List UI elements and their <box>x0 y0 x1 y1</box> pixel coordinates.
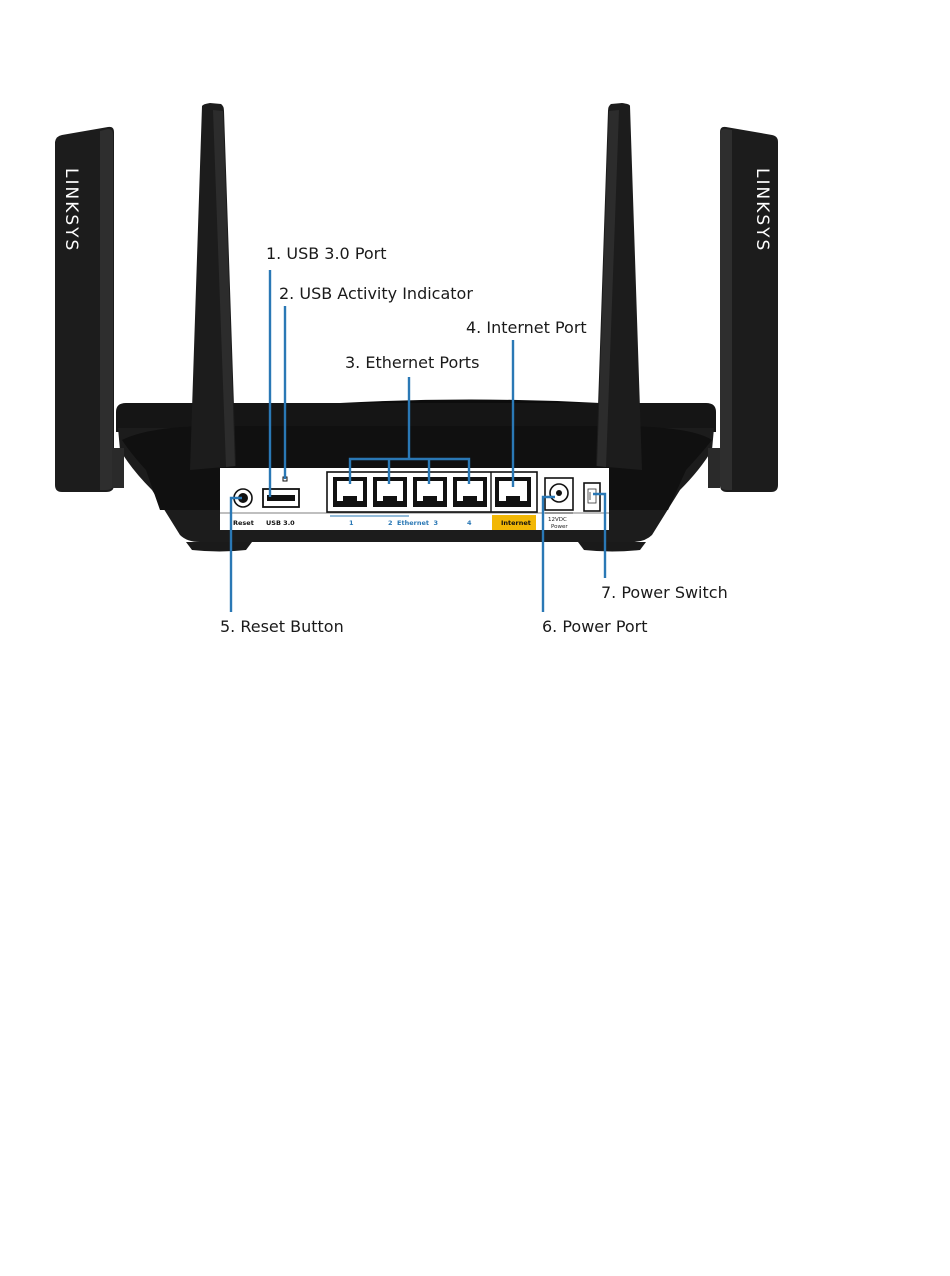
panel-label-eth23: 2 Ethernet 3 <box>388 519 438 527</box>
usb-port-shape <box>263 489 299 507</box>
panel-label-eth1: 1 <box>349 519 354 527</box>
right-flat-antenna: LINKSYS <box>720 127 778 492</box>
callout-usb-activity: 2. USB Activity Indicator <box>279 284 473 303</box>
power-switch-shape <box>584 483 600 511</box>
left-dipole-antenna <box>190 103 236 470</box>
panel-label-eth4: 4 <box>467 519 472 527</box>
port-panel: Reset USB 3.0 <box>220 468 609 530</box>
callout-reset-button: 5. Reset Button <box>220 617 344 636</box>
callout-ethernet-ports: 3. Ethernet Ports <box>345 353 479 372</box>
callout-power-port: 6. Power Port <box>542 617 648 636</box>
callout-internet-port: 4. Internet Port <box>466 318 587 337</box>
brand-logo-right: LINKSYS <box>752 168 772 252</box>
panel-label-reset: Reset <box>233 519 254 527</box>
callout-power-switch: 7. Power Switch <box>601 583 728 602</box>
callout-usb-port: 1. USB 3.0 Port <box>266 244 387 263</box>
power-port-shape <box>545 478 573 510</box>
brand-logo-left: LINKSYS <box>61 168 81 252</box>
left-flat-antenna: LINKSYS <box>55 127 114 492</box>
panel-label-power-line2: Power <box>551 524 568 530</box>
panel-label-internet: Internet <box>501 519 531 527</box>
right-dipole-antenna <box>596 103 642 470</box>
panel-label-power-line1: 12VDC <box>548 517 567 523</box>
panel-label-usb: USB 3.0 <box>266 519 295 527</box>
